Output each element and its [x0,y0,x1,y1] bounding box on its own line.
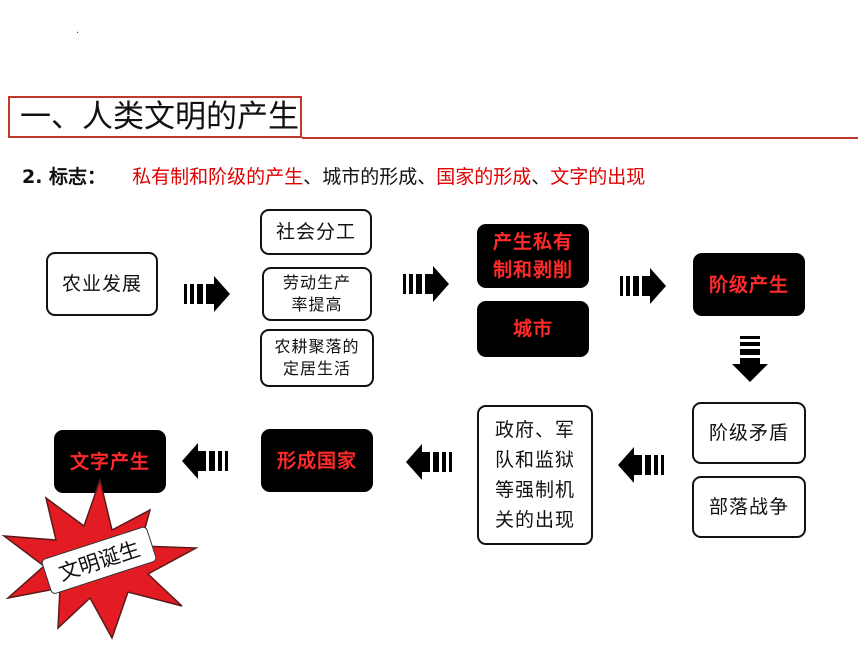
node-productivity: 劳动生产 率提高 [262,267,372,321]
decor-dot: · [76,28,80,39]
title-underline [302,137,858,139]
node-class-conflict: 阶级矛盾 [692,402,806,464]
arrow-right-icon [620,268,666,304]
arrow-left-icon [182,443,228,479]
node-settled-life: 农耕聚落的 定居生活 [260,329,374,387]
node-state-organs: 政府、军 队和监狱 等强制机 关的出现 [477,405,593,545]
marker-private-class: 私有制和阶级的产生 [132,166,304,188]
marker-writing: 文字的出现 [550,166,646,188]
marker-state: 国家的形成 [436,166,532,188]
starburst-badge: 文明诞生 [1,477,199,640]
separator: 、 [303,166,323,188]
node-state: 形成国家 [261,429,373,492]
arrow-down-icon [732,336,768,382]
subtitle-label: 2. 标志： [22,166,107,188]
arrow-left-icon [618,447,664,483]
page-title: 一、人类文明的产生 [8,96,302,138]
node-class: 阶级产生 [693,253,805,316]
node-agriculture: 农业发展 [46,252,158,316]
subtitle: 2. 标志： 私有制和阶级的产生、城市的形成、国家的形成、文字的出现 [22,162,645,189]
node-social-division: 社会分工 [260,209,372,255]
node-city: 城市 [477,301,589,357]
separator: 、 [417,166,437,188]
arrow-right-icon [184,276,230,312]
node-tribal-war: 部落战争 [692,476,806,538]
arrow-left-icon [406,444,452,480]
arrow-right-icon [403,266,449,302]
node-private-ownership: 产生私有 制和剥削 [477,224,589,288]
node-writing: 文字产生 [54,430,166,493]
separator: 、 [531,166,551,188]
marker-city: 城市的形成 [322,166,418,188]
